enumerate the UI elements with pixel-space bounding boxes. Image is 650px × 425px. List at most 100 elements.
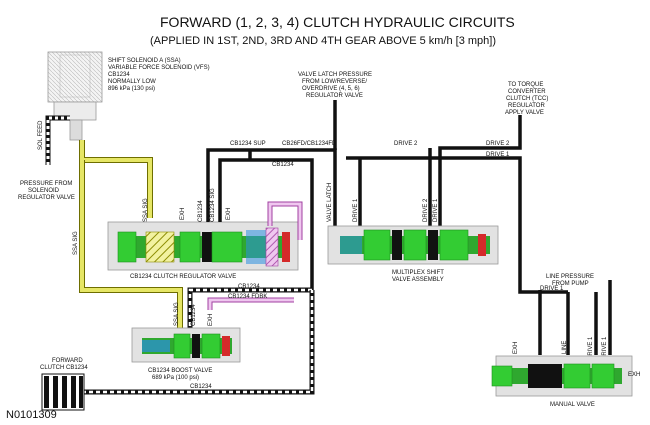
solenoid-body (47, 51, 103, 103)
valve-latch-line-1: VALVE LATCH PRESSURE (298, 72, 372, 78)
drive-passages (346, 115, 612, 355)
solenoid-name: SHIFT SOLENOID A (SSA) (108, 58, 181, 64)
regulator-spool-land-3 (179, 231, 201, 263)
ssa-signal-passage (79, 140, 183, 330)
tcc-label-4: REGULATOR (508, 103, 545, 109)
manual-valve (491, 355, 633, 397)
cb26fd-label: CB26FD/CB1234FD (282, 141, 337, 147)
regulator-spool-land-5 (211, 231, 243, 263)
title-line-1: FORWARD (1, 2, 3, 4) CLUTCH HYDRAULIC CI… (160, 14, 515, 30)
regulator-spool-land-2 (145, 231, 175, 263)
solenoid-coil (59, 54, 91, 98)
boost-valve-label: CB1234 BOOST VALVE (148, 368, 212, 374)
valve-latch-line-4: REGULATOR VALVE (306, 93, 363, 99)
multiplex-label-1: MULTIPLEX SHIFT (392, 270, 444, 276)
valve-latch-vertical-label: VALVE LATCH (327, 183, 333, 222)
tcc-label-1: TO TORQUE (508, 82, 543, 88)
exh-label-regulator-left: EXH (180, 208, 186, 220)
manual-land-1 (491, 365, 513, 387)
exh-label-regulator-right: EXH (226, 208, 232, 220)
cb1234-boost-passage (187, 287, 312, 330)
regulator-end-plug (282, 232, 290, 262)
multiplex-spring (340, 236, 362, 254)
pressure-from-line-2: SOLENOID (28, 188, 60, 194)
figure-id: N0101309 (6, 409, 57, 421)
ssa-sig-label-upper: SSA SIG (143, 198, 149, 222)
exh-label-manual-left: EXH (513, 342, 519, 354)
cb1234-fdbk-label: CB1234 FDBK (228, 294, 267, 300)
cb1234-sig-label: CB1234 SIG (210, 188, 216, 222)
drive-1-label-multiplex: DRIVE 1 (353, 198, 359, 222)
tcc-label-5: APPLY VALVE (505, 110, 544, 116)
multiplex-land-1 (363, 229, 391, 261)
clutch-regulator-valve-label: CB1234 CLUTCH REGULATOR VALVE (130, 274, 236, 280)
multiplex-label-2: VALVE ASSEMBLY (392, 277, 444, 283)
sol-feed-passage (45, 115, 70, 165)
regulator-spool-land-4 (202, 232, 212, 262)
multiplex-land-5 (439, 229, 469, 261)
drive-2-label-right: DRIVE 2 (486, 141, 510, 147)
regulator-spring-chamber (246, 230, 266, 264)
cb1234-label-upper: CB1234 (272, 162, 294, 168)
forward-clutch-label-1: FORWARD (52, 358, 83, 364)
pressure-from-line-3: REGULATOR VALVE (18, 195, 75, 201)
drive-1-label-top: DRIVE 1 (486, 152, 510, 158)
cb1234-label-regulator: CB1234 (198, 200, 204, 222)
manual-land-4 (591, 363, 615, 389)
boost-land-2 (192, 334, 200, 358)
cb1234-label-boost: CB1234 (191, 304, 197, 326)
boost-valve (131, 327, 241, 363)
drive-1-label-manual: DRIVE 1 (540, 286, 564, 292)
pressure-from-line-1: PRESSURE FROM (20, 181, 72, 187)
manual-valve-label: MANUAL VALVE (550, 402, 595, 408)
drive-2-label-top: DRIVE 2 (394, 141, 418, 147)
ssa-sig-label-left: SSA SIG (73, 231, 79, 255)
multiplex-land-2 (392, 230, 402, 260)
drive-1-label-multiplex-b: DRIVE 1 (433, 198, 439, 222)
drive-2-label-multiplex: DRIVE 2 (423, 198, 429, 222)
cb1234-supply-passage (206, 148, 337, 295)
line-pressure-label-1: LINE PRESSURE (546, 274, 594, 280)
drive-1-label-manual-b: DRIVE 1 (588, 336, 594, 360)
valve-latch-line-2: FROM LOW/REVERSE/ (302, 79, 367, 85)
clutch-regulator-valve (107, 221, 299, 271)
multiplex-land-4 (428, 230, 438, 260)
boost-spring (142, 340, 170, 352)
tcc-label-2: CONVERTER (508, 89, 546, 95)
solenoid-state: NORMALLY LOW (108, 79, 156, 85)
regulator-feedback-land (265, 227, 279, 267)
cb1234-feedback-passage (207, 201, 303, 310)
boost-land-1 (173, 333, 191, 359)
forward-clutch-label-2: CLUTCH CB1234 (40, 365, 88, 371)
boost-end-plug (222, 336, 230, 356)
cb1234-clutch-passage (82, 290, 315, 395)
multiplex-end-plug (478, 234, 486, 256)
multiplex-shift-valve (327, 225, 499, 265)
exh-label-manual-right: EXH (628, 372, 640, 378)
forward-clutch-pack (41, 373, 85, 411)
boost-valve-pressure: 689 kPa (100 psi) (152, 375, 199, 381)
manual-land-2 (528, 364, 562, 388)
ssa-sig-label-boost: SSA SIG (174, 302, 180, 326)
shift-solenoid-a (47, 51, 103, 141)
solenoid-nozzle (69, 119, 83, 141)
solenoid-circuit: CB1234 (108, 72, 130, 78)
exh-label-boost: EXH (208, 314, 214, 326)
line-label-manual: LINE (562, 341, 568, 354)
solenoid-pressure: 896 kPa (130 psi) (108, 86, 155, 92)
cb1234-label-mid: CB1234 (238, 284, 260, 290)
solenoid-type: VARIABLE FORCE SOLENOID (VFS) (108, 65, 210, 71)
tcc-label-3: CLUTCH (TCC) (506, 96, 548, 102)
cb1234-label-bottom: CB1234 (190, 384, 212, 390)
drive-1-label-manual-c: DRIVE 1 (602, 336, 608, 360)
valve-latch-line-3: OVERDRIVE (4, 5, 6) (302, 86, 360, 92)
line-pressure-label-2: FROM PUMP (552, 281, 589, 287)
cb1234-sup-label: CB1234 SUP (230, 141, 266, 147)
sol-feed-label: SOL FEED (38, 120, 44, 150)
regulator-spool-land-1 (117, 231, 137, 263)
multiplex-land-3 (403, 229, 427, 261)
title-line-2: (APPLIED IN 1ST, 2ND, 3RD AND 4TH GEAR A… (150, 35, 496, 47)
manual-land-3 (563, 363, 591, 389)
